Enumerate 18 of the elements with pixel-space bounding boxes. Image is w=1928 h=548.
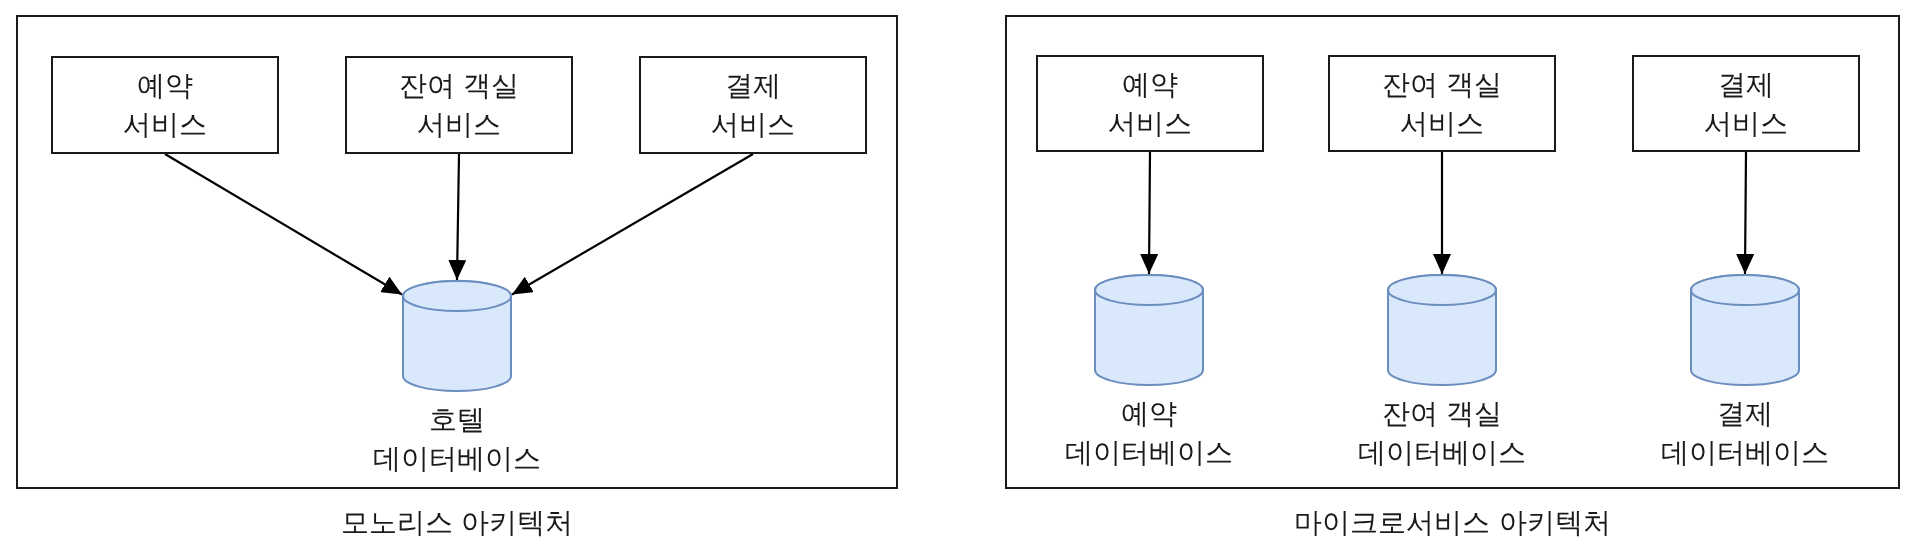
service-box: 예약 서비스 [1036,55,1264,152]
service-box: 결제 서비스 [639,56,867,154]
database-label: 호텔 데이터베이스 [372,402,542,477]
arrow [1433,152,1451,274]
database-label: 결제 데이터베이스 [1660,396,1830,471]
arrow [1736,152,1755,274]
database-label: 잔여 객실 데이터베이스 [1357,396,1527,471]
service-box: 결제 서비스 [1632,55,1860,152]
panel-caption: 마이크로서비스 아키텍처 [1293,505,1612,541]
arrow [511,153,754,296]
service-box: 잔여 객실 서비스 [345,56,573,154]
panel-caption: 모노리스 아키텍처 [339,505,575,541]
service-box: 예약 서비스 [51,56,279,154]
arrow [164,153,403,296]
service-box: 잔여 객실 서비스 [1328,55,1556,152]
database-label: 예약 데이터베이스 [1064,396,1234,471]
arrow [1140,152,1159,274]
arrow [448,154,467,280]
